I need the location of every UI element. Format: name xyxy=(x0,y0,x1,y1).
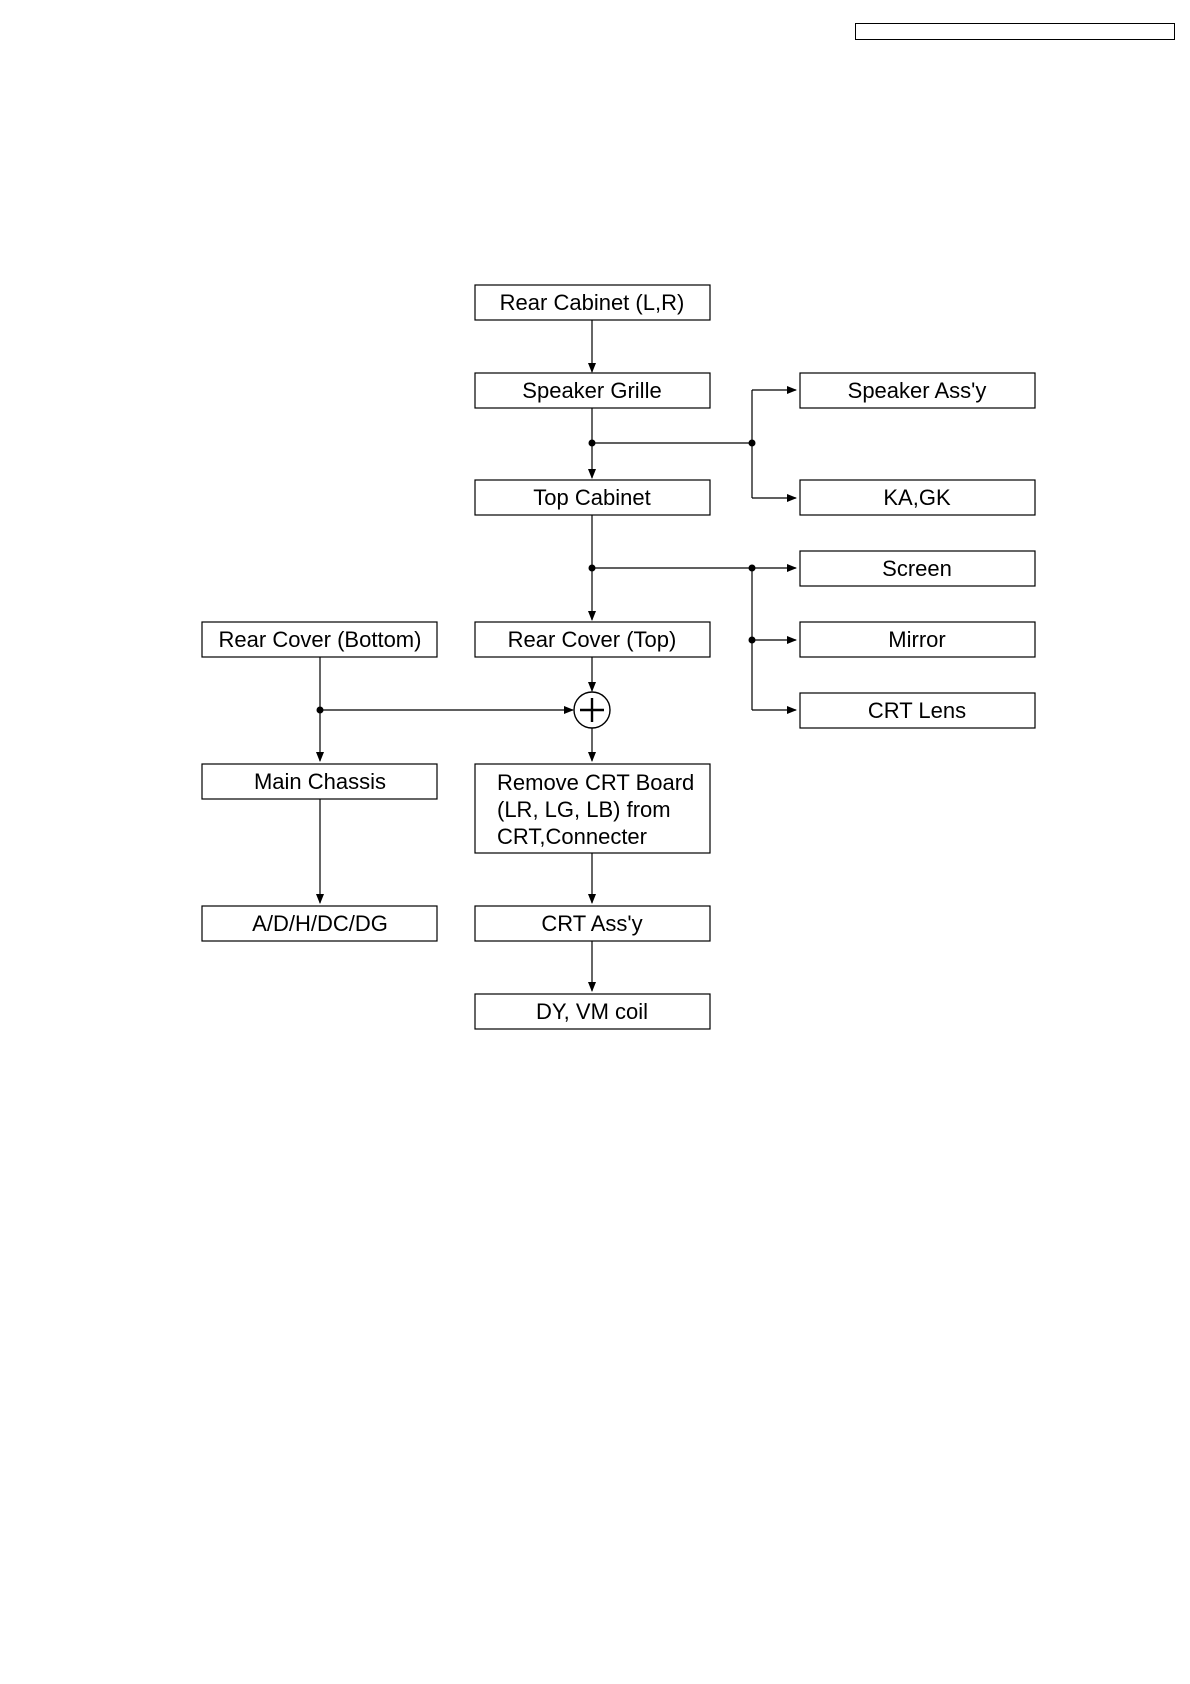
node-label: Speaker Ass'y xyxy=(848,378,987,403)
node-speaker-assy: Speaker Ass'y xyxy=(800,373,1035,408)
junction-dot xyxy=(749,440,756,447)
node-rear-cover-bottom: Rear Cover (Bottom) xyxy=(202,622,437,657)
junction-dot xyxy=(749,637,756,644)
node-dy-vm-coil: DY, VM coil xyxy=(475,994,710,1029)
node-label: Rear Cabinet (L,R) xyxy=(500,290,685,315)
node-rear-cover-top: Rear Cover (Top) xyxy=(475,622,710,657)
node-top-cabinet: Top Cabinet xyxy=(475,480,710,515)
node-label: Rear Cover (Top) xyxy=(508,627,677,652)
node-label: Rear Cover (Bottom) xyxy=(219,627,422,652)
junction-dot xyxy=(589,565,596,572)
junction-dot xyxy=(317,707,324,714)
node-speaker-grille: Speaker Grille xyxy=(475,373,710,408)
junction-dot xyxy=(589,440,596,447)
node-label: CRT Lens xyxy=(868,698,966,723)
node-crt-assy: CRT Ass'y xyxy=(475,906,710,941)
node-label: Speaker Grille xyxy=(522,378,661,403)
node-label: CRT,Connecter xyxy=(497,824,647,849)
node-screen: Screen xyxy=(800,551,1035,586)
node-label: Screen xyxy=(882,556,952,581)
node-rear-cabinet: Rear Cabinet (L,R) xyxy=(475,285,710,320)
node-ka-gk: KA,GK xyxy=(800,480,1035,515)
node-label: A/D/H/DC/DG xyxy=(252,911,388,936)
node-ad-h-dc-dg: A/D/H/DC/DG xyxy=(202,906,437,941)
merge-plus-icon xyxy=(574,692,610,728)
node-label: CRT Ass'y xyxy=(541,911,642,936)
node-label: DY, VM coil xyxy=(536,999,648,1024)
node-remove-crt-board: Remove CRT Board (LR, LG, LB) from CRT,C… xyxy=(475,764,710,853)
node-label: (LR, LG, LB) from xyxy=(497,797,671,822)
node-label: Mirror xyxy=(888,627,945,652)
node-label: KA,GK xyxy=(883,485,951,510)
node-mirror: Mirror xyxy=(800,622,1035,657)
node-label: Main Chassis xyxy=(254,769,386,794)
node-label: Top Cabinet xyxy=(533,485,650,510)
node-label: Remove CRT Board xyxy=(497,770,694,795)
node-main-chassis: Main Chassis xyxy=(202,764,437,799)
node-crt-lens: CRT Lens xyxy=(800,693,1035,728)
junction-dot xyxy=(749,565,756,572)
